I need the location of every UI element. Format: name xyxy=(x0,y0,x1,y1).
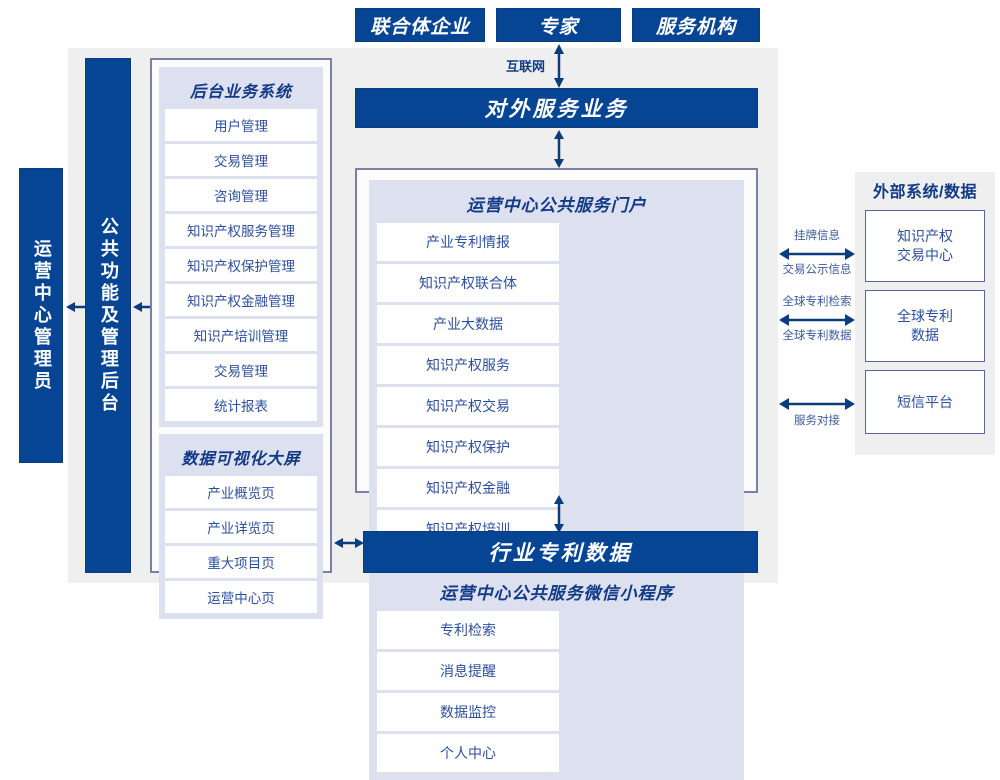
external-box-line2: 数据 xyxy=(911,327,939,343)
portal-item-ip-trade[interactable]: 知识产权交易 xyxy=(377,387,559,425)
arrow-service-to-portal xyxy=(549,130,569,168)
group-dataviz-screen: 数据可视化大屏 产业概览页 产业详览页 重大项目页 运营中心页 xyxy=(159,434,323,619)
vbar-label: 公共功能及管理后台 xyxy=(98,216,119,415)
banner-external-service[interactable]: 对外服务业务 xyxy=(355,88,758,128)
group-public-portal: 运营中心公共服务门户 产业专利情报 知识产权联合体 产业大数据 知识产权服务 知… xyxy=(369,180,744,556)
backend-item-consult-mgmt[interactable]: 咨询管理 xyxy=(165,179,317,211)
group-title-dataviz-screen: 数据可视化大屏 xyxy=(181,451,301,468)
dataviz-item-industry-overview[interactable]: 产业概览页 xyxy=(165,476,317,508)
external-arrow-global-patent-data xyxy=(779,310,855,330)
actor-box-expert[interactable]: 专家 xyxy=(496,8,621,42)
group-title-backend-system: 后台业务系统 xyxy=(189,84,292,101)
external-arrow-sms-platform xyxy=(779,394,855,414)
external-arrow-label-global-patent-search: 全球专利检索 xyxy=(782,296,852,308)
external-arrow-label-service-docking: 服务对接 xyxy=(794,415,840,427)
external-box-line1: 知识产权 xyxy=(897,228,953,245)
external-box-sms-platform[interactable]: 短信平台 xyxy=(865,370,985,434)
external-systems-title: 外部系统/数据 xyxy=(873,184,977,201)
external-arrow-label-global-patent-data: 全球专利数据 xyxy=(782,330,852,342)
vbar-label: 运营中心管理员 xyxy=(31,238,52,393)
banner-label: 对外服务业务 xyxy=(484,98,629,121)
backend-item-ip-service-mgmt[interactable]: 知识产权服务管理 xyxy=(165,214,317,246)
banner-industry-patent-data[interactable]: 行业专利数据 xyxy=(363,531,758,573)
actor-box-service-agency[interactable]: 服务机构 xyxy=(632,8,760,42)
portal-item-industry-bigdata[interactable]: 产业大数据 xyxy=(377,305,559,343)
actor-label: 联合体企业 xyxy=(369,16,470,38)
panel-backend-and-dataviz: 后台业务系统 用户管理 交易管理 咨询管理 知识产权服务管理 知识产权保护管理 … xyxy=(150,58,332,619)
portal-item-ip-service[interactable]: 知识产权服务 xyxy=(377,346,559,384)
backend-item-ip-protect-mgmt[interactable]: 知识产权保护管理 xyxy=(165,249,317,281)
miniprogram-item-data-monitor[interactable]: 数据监控 xyxy=(377,693,559,731)
dataviz-item-industry-detail[interactable]: 产业详览页 xyxy=(165,511,317,543)
backend-item-ip-training-mgmt[interactable]: 知识产培训管理 xyxy=(165,319,317,351)
backend-item-trade-mgmt[interactable]: 交易管理 xyxy=(165,144,317,176)
vbar-operation-center-admin[interactable]: 运营中心管理员 xyxy=(19,168,63,463)
arrow-panel-to-industry-data xyxy=(334,533,364,553)
actor-box-alliance-enterprise[interactable]: 联合体企业 xyxy=(355,8,485,42)
miniprogram-grid: 专利检索 消息提醒 数据监控 个人中心 xyxy=(377,611,736,772)
portal-item-ip-finance[interactable]: 知识产权金融 xyxy=(377,469,559,507)
dataviz-item-major-project[interactable]: 重大项目页 xyxy=(165,546,317,578)
miniprogram-item-personal-center[interactable]: 个人中心 xyxy=(377,734,559,772)
internet-arrow-label: 互联网 xyxy=(505,59,545,74)
external-box-line1: 全球专利 xyxy=(897,308,953,325)
banner-label: 行业专利数据 xyxy=(488,542,633,565)
dataviz-item-operation-center[interactable]: 运营中心页 xyxy=(165,581,317,613)
group-backend-system: 后台业务系统 用户管理 交易管理 咨询管理 知识产权服务管理 知识产权保护管理 … xyxy=(159,67,323,427)
portal-item-industry-patent-intel[interactable]: 产业专利情报 xyxy=(377,223,559,261)
backend-item-trade-mgmt-2[interactable]: 交易管理 xyxy=(165,354,317,386)
miniprogram-item-patent-search[interactable]: 专利检索 xyxy=(377,611,559,649)
vbar-common-function-admin-backend[interactable]: 公共功能及管理后台 xyxy=(85,58,131,573)
backend-item-statistics-report[interactable]: 统计报表 xyxy=(165,389,317,421)
internet-arrow xyxy=(549,44,569,88)
external-systems-column: 外部系统/数据 知识产权 交易中心 全球专利 数据 短信平台 xyxy=(855,172,995,455)
group-title-miniprogram: 运营中心公共服务微信小程序 xyxy=(439,584,674,603)
portal-item-ip-protect[interactable]: 知识产权保护 xyxy=(377,428,559,466)
backend-item-ip-finance-mgmt[interactable]: 知识产权金融管理 xyxy=(165,284,317,316)
actor-label: 服务机构 xyxy=(655,16,736,38)
public-portal-grid: 产业专利情报 知识产权联合体 产业大数据 知识产权服务 知识产权交易 知识产权保… xyxy=(377,223,736,548)
group-miniprogram: 运营中心公共服务微信小程序 专利检索 消息提醒 数据监控 个人中心 xyxy=(369,568,744,780)
external-box-ip-trade-center[interactable]: 知识产权 交易中心 xyxy=(865,210,985,282)
panel-portal-and-miniprogram: 运营中心公共服务门户 产业专利情报 知识产权联合体 产业大数据 知识产权服务 知… xyxy=(355,168,758,780)
external-box-line1: 短信平台 xyxy=(897,393,953,410)
actor-label: 专家 xyxy=(538,16,579,38)
arrow-portal-to-industry-data xyxy=(549,495,569,533)
group-title-public-portal: 运营中心公共服务门户 xyxy=(466,196,647,215)
external-arrow-ip-trade-center xyxy=(779,244,855,264)
external-box-global-patent-data[interactable]: 全球专利 数据 xyxy=(865,290,985,362)
external-box-line2: 交易中心 xyxy=(897,247,953,263)
backend-item-user-mgmt[interactable]: 用户管理 xyxy=(165,109,317,141)
external-arrow-label-listing-info: 挂牌信息 xyxy=(794,230,840,242)
portal-item-ip-alliance[interactable]: 知识产权联合体 xyxy=(377,264,559,302)
miniprogram-item-message-alert[interactable]: 消息提醒 xyxy=(377,652,559,690)
external-arrow-label-trade-public-info: 交易公示信息 xyxy=(782,264,852,276)
